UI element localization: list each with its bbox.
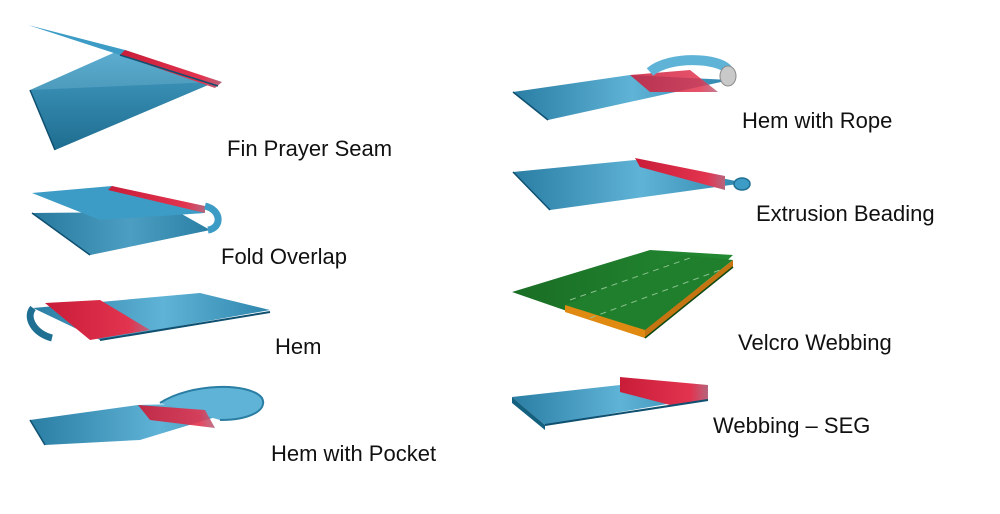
label-hem: Hem xyxy=(275,334,322,359)
webbing-seg-illustration xyxy=(512,377,709,430)
label-fold-overlap: Fold Overlap xyxy=(221,244,347,269)
fin-prayer-seam-illustration xyxy=(28,25,222,151)
label-fin-prayer-seam: Fin Prayer Seam xyxy=(227,136,393,161)
hem-illustration xyxy=(26,293,271,342)
label-extrusion-beading: Extrusion Beading xyxy=(756,201,935,226)
label-hem-with-rope: Hem with Rope xyxy=(742,108,893,133)
hem-with-rope-illustration xyxy=(512,55,737,121)
fold-overlap-illustration xyxy=(31,186,222,256)
extrusion-beading-illustration xyxy=(512,158,751,211)
label-hem-with-pocket: Hem with Pocket xyxy=(271,441,437,466)
label-webbing-seg: Webbing – SEG xyxy=(713,413,871,438)
hem-with-pocket-illustration xyxy=(29,385,265,446)
velcro-webbing-illustration xyxy=(512,250,734,339)
label-velcro-webbing: Velcro Webbing xyxy=(738,330,892,355)
